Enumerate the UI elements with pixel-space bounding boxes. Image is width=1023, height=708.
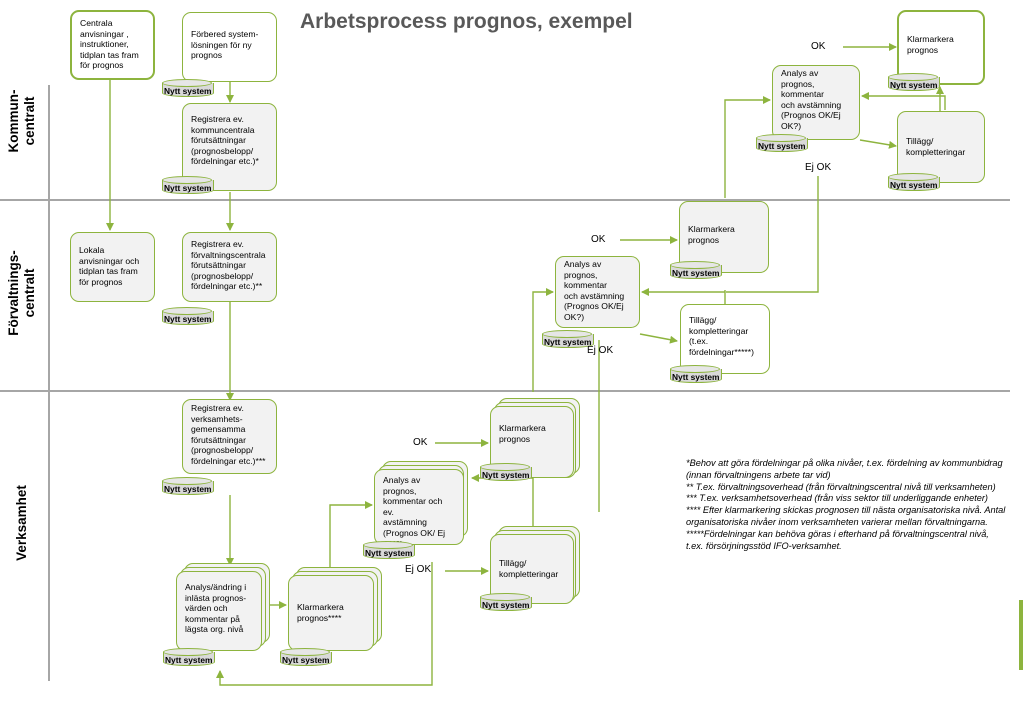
box-lokala-anvisningar: Lokala anvisningar och tidplan tas fram … <box>70 232 155 302</box>
box-klarmarkera-verksamhet-lag: Klarmarkera prognos**** <box>288 575 374 651</box>
database-icon: Nytt system <box>280 648 332 666</box>
database-icon: Nytt system <box>756 134 808 152</box>
lane-edge <box>48 85 50 199</box>
lane-edge <box>48 391 50 681</box>
footnotes: *Behov att göra fördelningar på olika ni… <box>686 458 1008 552</box>
box-tillagg-verksamhet: Tillägg/ kompletteringar <box>490 534 574 604</box>
database-icon: Nytt system <box>363 541 415 559</box>
database-icon: Nytt system <box>162 477 214 495</box>
box-forbered-systemlosning: Förbered system- lösningen för ny progno… <box>182 12 277 82</box>
box-registrera-forvaltningscentrala: Registrera ev. förvaltningscentrala föru… <box>182 232 277 302</box>
database-icon: Nytt system <box>542 330 594 348</box>
database-icon: Nytt system <box>888 73 940 91</box>
box-tillagg-forvaltning: Tillägg/ kompletteringar (t.ex. fördelni… <box>680 304 770 374</box>
database-icon: Nytt system <box>480 463 532 481</box>
lane-edge <box>48 200 50 390</box>
database-icon: Nytt system <box>163 648 215 666</box>
database-icon: Nytt system <box>670 261 722 279</box>
arrow <box>724 96 771 198</box>
arrow <box>641 288 726 306</box>
footnote: *****Fördelningar kan behöva göras i eft… <box>686 528 989 551</box>
page-title: Arbetsprocess prognos, exempel <box>300 10 633 33</box>
edge-accent-bar <box>1019 600 1023 670</box>
box-analys-kommun: Analys av prognos, kommentar och avstämn… <box>772 65 860 140</box>
arrow <box>726 176 819 293</box>
arrow <box>471 474 534 528</box>
footnote: ** T.ex. förvaltningsoverhead (från förv… <box>686 481 996 492</box>
arrow <box>532 288 554 392</box>
flow-label-ej-ok: Ej OK <box>805 162 832 173</box>
arrow <box>329 501 373 578</box>
box-analys-verksamhet: Analys av prognos, kommentar och ev. avs… <box>374 469 464 545</box>
database-icon: Nytt system <box>480 593 532 611</box>
box-analys-andring: Analys/ändring i inlästa prognos- värden… <box>176 571 262 651</box>
database-icon: Nytt system <box>162 79 214 97</box>
flow-label-ok: OK <box>591 234 606 245</box>
flow-label-ok: OK <box>413 437 428 448</box>
database-icon: Nytt system <box>162 307 214 325</box>
arrow <box>861 92 946 110</box>
lane-divider <box>0 390 1010 392</box>
box-tillagg-kommun: Tillägg/ kompletteringar <box>897 111 985 183</box>
box-registrera-verksamhetsgemensamma: Registrera ev. verksamhets- gemensamma f… <box>182 399 277 474</box>
flow-label-ej-ok: Ej OK <box>587 345 614 356</box>
arrow <box>216 562 433 686</box>
lane-divider <box>0 199 1010 201</box>
database-icon: Nytt system <box>162 176 214 194</box>
flow-label-ok: OK <box>811 41 826 52</box>
database-icon: Nytt system <box>670 365 722 383</box>
box-analys-forvaltning: Analys av prognos, kommentar och avstämn… <box>555 256 640 328</box>
footnote: *Behov att göra fördelningar på olika ni… <box>686 458 1003 480</box>
arrow <box>859 139 897 149</box>
database-icon: Nytt system <box>888 173 940 191</box>
box-centrala-anvisningar: Centrala anvisningar , instruktioner, ti… <box>70 10 155 80</box>
arrow <box>639 333 678 344</box>
footnote: *** T.ex. verksamhetsoverhead (från viss… <box>686 493 988 504</box>
footnote: **** Efter klarmarkering skickas prognos… <box>686 505 1006 527</box>
flow-label-ej-ok: Ej OK <box>405 564 432 575</box>
